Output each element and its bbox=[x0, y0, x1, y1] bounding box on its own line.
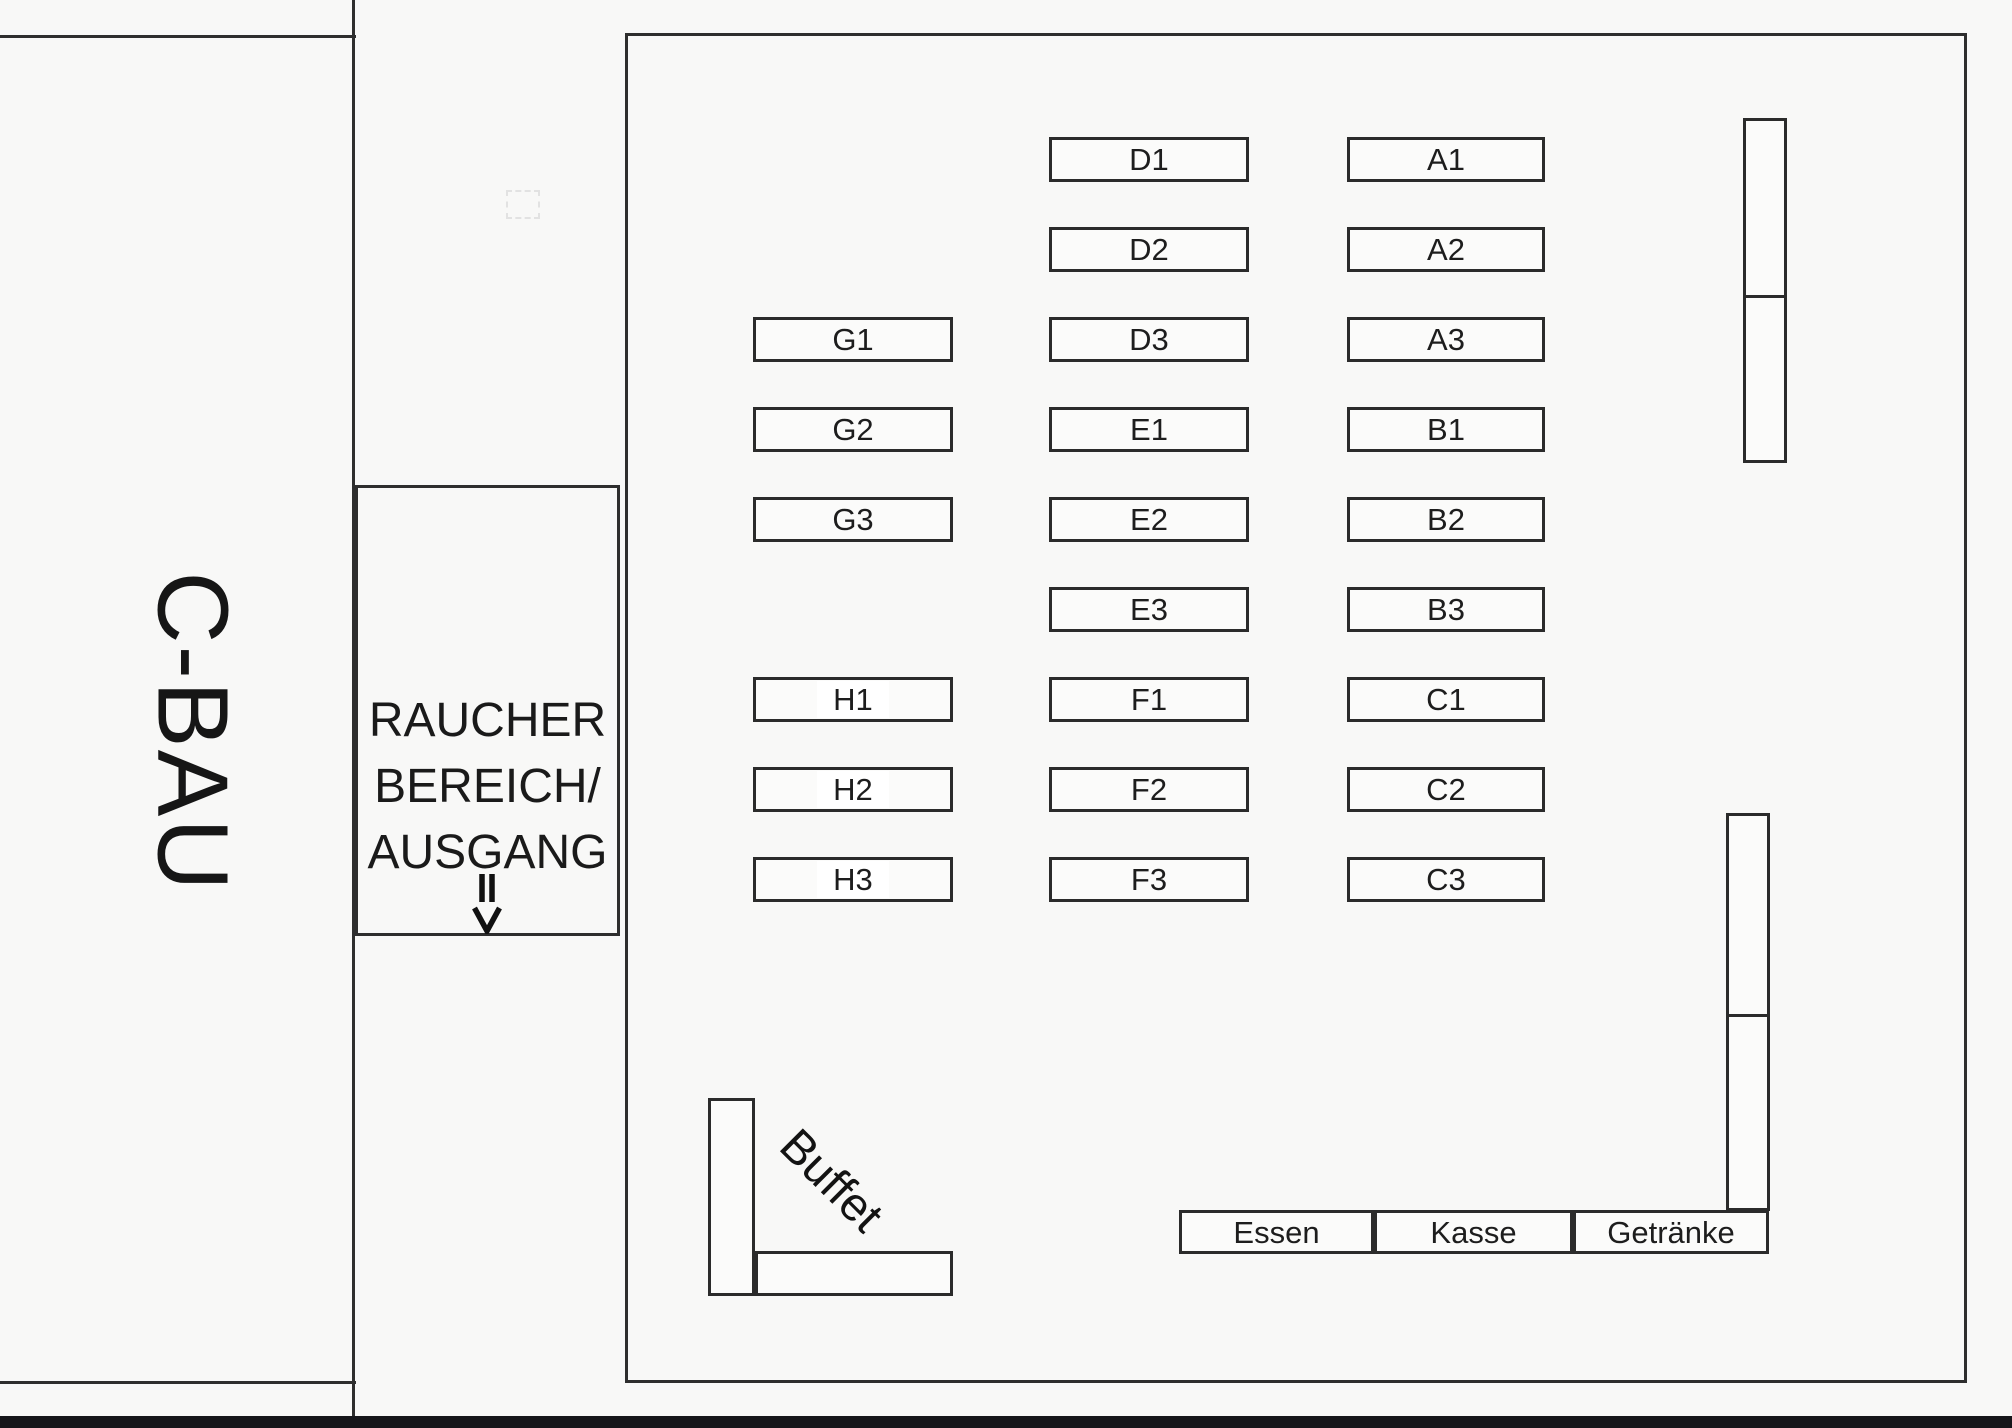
table-label: H3 bbox=[817, 861, 889, 898]
table-label: G1 bbox=[832, 322, 874, 357]
service-table-Essen: Essen bbox=[1179, 1210, 1374, 1254]
seating-table-B1: B1 bbox=[1347, 407, 1545, 452]
table-label: F1 bbox=[1130, 682, 1168, 717]
table-label: A3 bbox=[1427, 322, 1465, 357]
seating-table-A1: A1 bbox=[1347, 137, 1545, 182]
seating-table-F3: F3 bbox=[1049, 857, 1249, 902]
table-label: A2 bbox=[1427, 232, 1465, 267]
table-label: B3 bbox=[1427, 592, 1465, 627]
buffet-horizontal-table bbox=[755, 1251, 953, 1296]
table-label: F3 bbox=[1130, 862, 1168, 897]
table-divider bbox=[1745, 295, 1785, 298]
table-label: D1 bbox=[1129, 142, 1169, 177]
table-label: E1 bbox=[1130, 412, 1168, 447]
seating-table-A3: A3 bbox=[1347, 317, 1545, 362]
seating-table-G1: G1 bbox=[753, 317, 953, 362]
seating-table-C1: C1 bbox=[1347, 677, 1545, 722]
seating-table-H1: H1 bbox=[753, 677, 953, 722]
wall-cbau-bottom bbox=[0, 1381, 356, 1384]
table-label: D3 bbox=[1129, 322, 1169, 357]
exit-arrow-icon bbox=[472, 874, 502, 934]
seating-table-B3: B3 bbox=[1347, 587, 1545, 632]
smoking-area-label-line1: RAUCHER bbox=[368, 694, 607, 747]
seating-table-F1: F1 bbox=[1049, 677, 1249, 722]
table-label: Kasse bbox=[1430, 1214, 1517, 1250]
seating-table-H2: H2 bbox=[753, 767, 953, 812]
seating-table-E1: E1 bbox=[1049, 407, 1249, 452]
seating-table-E3: E3 bbox=[1049, 587, 1249, 632]
seating-table-H3: H3 bbox=[753, 857, 953, 902]
table-label: H2 bbox=[817, 771, 889, 808]
seating-table-D2: D2 bbox=[1049, 227, 1249, 272]
bottom-black-bar bbox=[0, 1416, 2012, 1428]
seating-table-F2: F2 bbox=[1049, 767, 1249, 812]
table-label: B2 bbox=[1427, 502, 1465, 537]
service-table-Getränke: Getränke bbox=[1573, 1210, 1769, 1254]
table-label: H1 bbox=[817, 681, 889, 718]
buffet-vertical-table bbox=[708, 1098, 755, 1296]
table-label: B1 bbox=[1427, 412, 1465, 447]
wall-corridor-left bbox=[352, 0, 355, 1417]
smoking-area-box bbox=[355, 485, 620, 936]
seating-table-A2: A2 bbox=[1347, 227, 1545, 272]
table-label: G2 bbox=[832, 412, 874, 447]
table-label: C3 bbox=[1426, 862, 1466, 897]
building-label: C-BAU bbox=[136, 571, 249, 893]
smoking-area-label-line2: BEREICH/ bbox=[374, 760, 601, 813]
table-label: Getränke bbox=[1607, 1214, 1735, 1250]
seating-table-E2: E2 bbox=[1049, 497, 1249, 542]
table-label: D2 bbox=[1129, 232, 1169, 267]
table-divider bbox=[1728, 1014, 1768, 1017]
seating-table-B2: B2 bbox=[1347, 497, 1545, 542]
seating-table-D1: D1 bbox=[1049, 137, 1249, 182]
wall-cbau-top bbox=[0, 35, 356, 38]
seating-table-G3: G3 bbox=[753, 497, 953, 542]
seating-table-G2: G2 bbox=[753, 407, 953, 452]
table-label: C1 bbox=[1426, 682, 1466, 717]
faint-corner-marks bbox=[506, 190, 540, 219]
service-table-Kasse: Kasse bbox=[1374, 1210, 1573, 1254]
main-hall-outline bbox=[625, 33, 1967, 1383]
table-label: Essen bbox=[1233, 1214, 1320, 1250]
seating-table-C2: C2 bbox=[1347, 767, 1545, 812]
seating-table-C3: C3 bbox=[1347, 857, 1545, 902]
right-upper-table bbox=[1743, 118, 1787, 463]
table-label: C2 bbox=[1426, 772, 1466, 807]
table-label: F2 bbox=[1130, 772, 1168, 807]
seating-table-D3: D3 bbox=[1049, 317, 1249, 362]
right-lower-table bbox=[1726, 813, 1770, 1211]
smoking-area-label-line3: AUSGANG bbox=[367, 826, 608, 879]
smoking-area-label: RAUCHER BEREICH/ AUSGANG bbox=[355, 688, 620, 886]
table-label: E3 bbox=[1130, 592, 1168, 627]
table-label: A1 bbox=[1427, 142, 1465, 177]
table-label: G3 bbox=[832, 502, 874, 537]
table-label: E2 bbox=[1130, 502, 1168, 537]
